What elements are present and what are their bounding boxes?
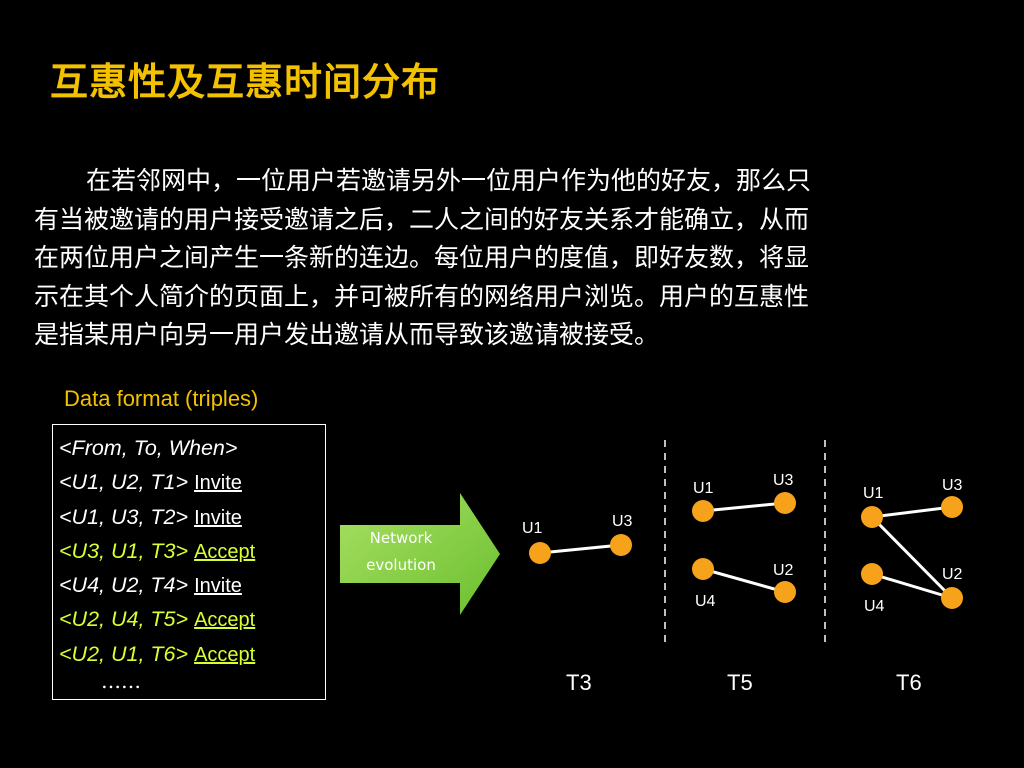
arrow-shape [340, 493, 500, 615]
description-paragraph: 在若邻网中，一位用户若邀请另外一位用户作为他的好友，那么只 有当被邀请的用户接受… [34, 162, 1009, 355]
node-label: U3 [942, 477, 963, 494]
paragraph-line: 在若邻网中，一位用户若邀请另外一位用户作为他的好友，那么只 [86, 166, 812, 195]
triple-text: <U1, U3, T2> [59, 504, 189, 529]
node-u1 [529, 542, 551, 564]
network-diagram: U1 U3 U1 U3 U4 U2 U1 U3 U4 U2 [522, 440, 963, 645]
edge [539, 543, 622, 555]
network-evolution-arrow: Network evolution [340, 493, 500, 615]
time-label-t5: T5 [727, 670, 753, 695]
triple-row: <U2, U1, T6>Accept [53, 637, 325, 671]
slide-title: 互惠性及互惠时间分布 [50, 60, 441, 104]
node-u4 [861, 563, 883, 585]
paragraph-line: 在两位用户之间产生一条新的连边。每位用户的度值，即好友数，将显 [34, 243, 810, 272]
node-u1 [692, 500, 714, 522]
arrow-label-line: evolution [366, 556, 436, 574]
node-u4 [692, 558, 714, 580]
triples-box: <From, To, When> <U1, U2, T1>Invite <U1,… [52, 424, 326, 700]
paragraph-line: 有当被邀请的用户接受邀请之后，二人之间的好友关系才能确立，从而 [34, 204, 810, 234]
node-label: U1 [522, 520, 543, 537]
accept-link[interactable]: Accept [194, 643, 256, 666]
node-u3 [610, 534, 632, 556]
accept-link[interactable]: Accept [194, 609, 256, 632]
time-label-t3: T3 [566, 670, 592, 695]
node-label: U3 [773, 472, 794, 489]
node-label: U3 [612, 513, 633, 530]
node-label: U4 [695, 593, 716, 610]
triples-header: <From, To, When> [53, 431, 325, 465]
triple-text: <U1, U2, T1> [59, 470, 189, 495]
node-label: U1 [863, 485, 884, 502]
triple-text: <U2, U1, T6> [59, 641, 189, 666]
triples-header-text: <From, To, When> [59, 436, 238, 460]
node-u3 [941, 496, 963, 518]
edge [702, 501, 786, 513]
paragraph-line: 是指某用户向另一用户发出邀请从而导致该邀请被接受。 [34, 320, 660, 349]
data-format-label: Data format (triples) [64, 386, 259, 411]
invite-link[interactable]: Invite [194, 506, 242, 529]
invite-link[interactable]: Invite [194, 472, 242, 495]
triple-text: <U3, U1, T3> [59, 538, 189, 563]
triple-text: <U4, U2, T4> [59, 573, 189, 598]
node-label: U1 [693, 480, 714, 497]
triple-row: <U1, U2, T1>Invite [53, 465, 325, 499]
paragraph-line: 示在其个人简介的页面上，并可被所有的网络用户浏览。用户的互惠性 [34, 281, 810, 311]
triple-row: <U4, U2, T4>Invite [53, 568, 325, 602]
edge [702, 567, 786, 594]
triple-row: <U1, U3, T2>Invite [53, 500, 325, 534]
node-u3 [774, 492, 796, 514]
triple-row: <U2, U4, T5>Accept [53, 602, 325, 636]
edge [871, 572, 953, 600]
node-u1 [861, 506, 883, 528]
edge [870, 515, 954, 600]
arrow-label: Network evolution [340, 525, 462, 579]
arrow-label-line: Network [369, 529, 433, 547]
time-label-t6: T6 [896, 670, 922, 695]
accept-link[interactable]: Accept [194, 540, 256, 563]
invite-link[interactable]: Invite [194, 575, 242, 598]
node-label: U2 [773, 562, 794, 579]
ellipsis-text: …… [101, 669, 141, 693]
triple-text: <U2, U4, T5> [59, 607, 189, 632]
node-u2 [941, 587, 963, 609]
node-label: U4 [864, 598, 885, 615]
edge [871, 505, 953, 519]
node-u2 [774, 581, 796, 603]
triple-row: <U3, U1, T3>Accept [53, 534, 325, 568]
node-label: U2 [942, 566, 963, 583]
